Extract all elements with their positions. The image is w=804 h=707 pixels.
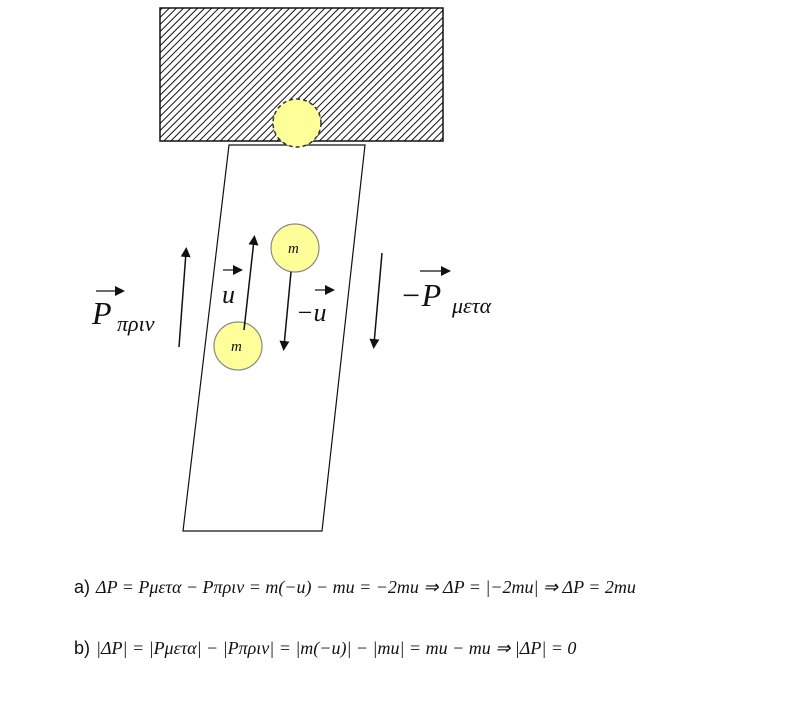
u-up-label: u [222,280,235,309]
ball-after [270,223,320,273]
ball-after-label: m [288,241,299,257]
equation-a-text: ΔP = Pμετα − Pπριν = m(−u) − mu = −2mu ⇒… [96,577,636,597]
ball-before [213,321,263,371]
equation-a: a)ΔP = Pμετα − Pπριν = m(−u) − mu = −2mu… [74,577,636,598]
trajectory-strip [182,144,366,532]
equation-b: b)|ΔP| = |Pμετα| − |Pπριν| = |m(−u)| − |… [74,638,576,659]
u-up-arrow [243,235,259,331]
equation-b-prefix: b) [74,638,91,658]
u-down-label: −u [296,298,327,327]
p-before-label: P [91,295,112,331]
equation-b-text: |ΔP| = |Pμετα| − |Pπριν| = |m(−u)| − |mu… [96,638,577,658]
ball-at-wall [272,98,322,148]
equation-a-prefix: a) [74,577,91,597]
p-before-arrow [178,247,191,348]
ball-before-label: m [231,339,242,355]
p-before-subscript: πριν [117,311,155,336]
p-after-subscript: μετα [451,293,492,318]
u-down-arrow [279,271,292,351]
p-after-arrow [369,252,383,349]
p-after-label: −P [400,277,441,313]
